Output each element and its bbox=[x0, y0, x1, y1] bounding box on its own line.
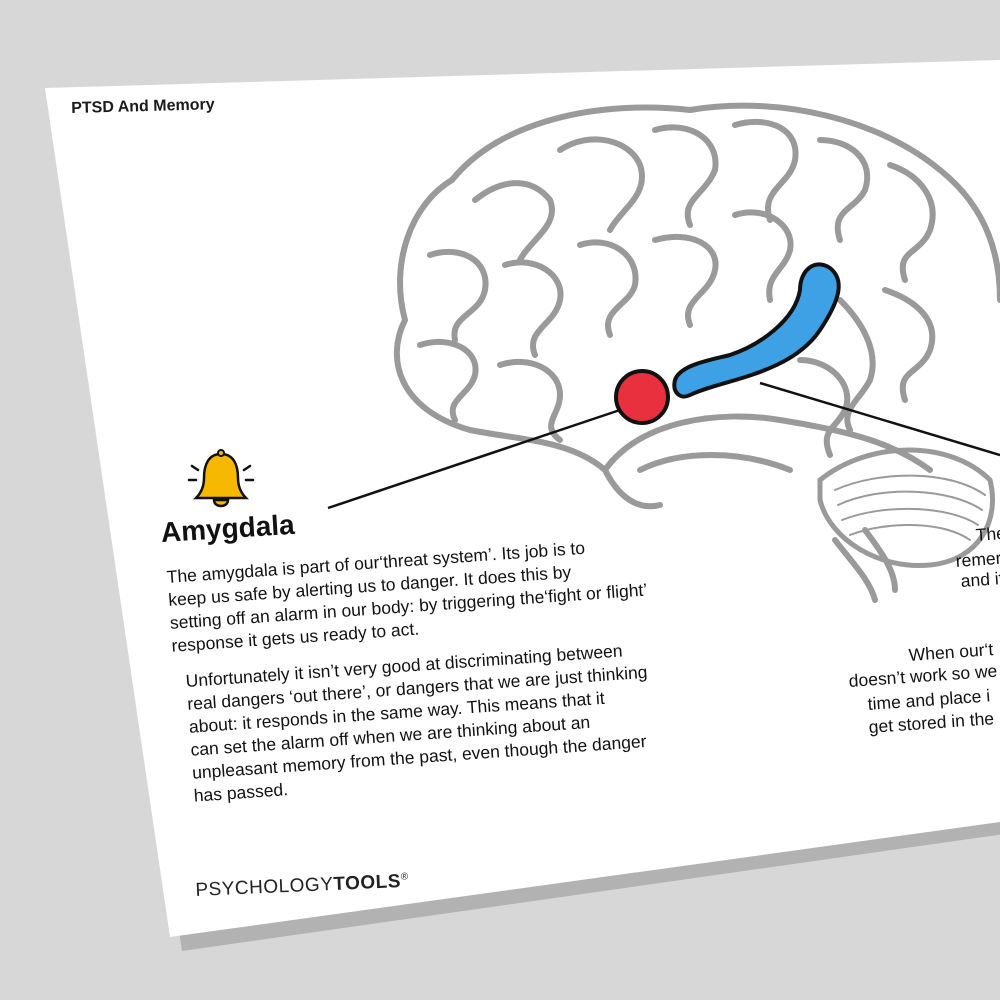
bell-icon bbox=[187, 449, 255, 508]
logo-registered-mark: ® bbox=[400, 871, 409, 883]
hippocampus-shape bbox=[672, 262, 841, 399]
amygdala-pointer-line bbox=[327, 408, 621, 510]
right-fragment: and it bbox=[960, 568, 1000, 591]
amygdala-shape bbox=[614, 369, 670, 425]
hippocampus-pointer-line bbox=[759, 381, 1000, 457]
right-fragment: The bbox=[975, 522, 1000, 545]
logo-part-2: TOOLS bbox=[332, 871, 402, 895]
